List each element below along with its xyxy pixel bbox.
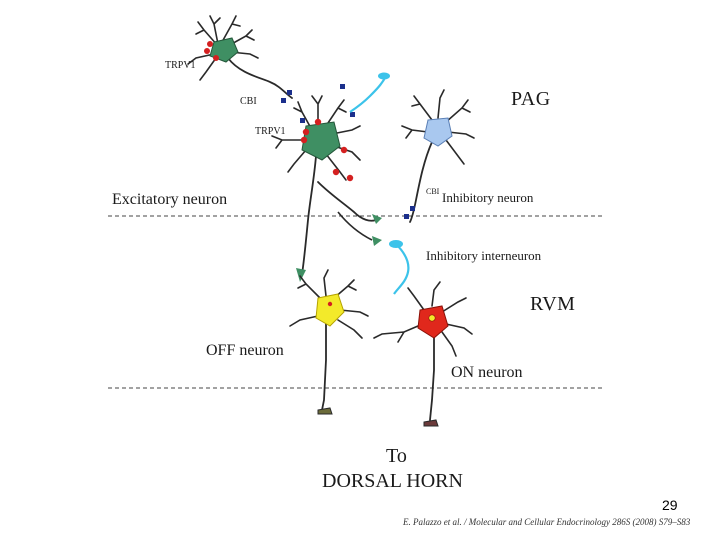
inhibitory-neuron-soma: [423, 117, 453, 147]
cyan-axon-terminal-top: [378, 72, 390, 80]
off-neuron-nucleus: [327, 301, 333, 307]
pag-region-label: PAG: [511, 88, 551, 110]
excitatory-neuron-trpv1-receptors: [300, 118, 354, 182]
cyan-inhibitory-axon-top: [349, 75, 387, 113]
inhibitory-interneuron: [393, 243, 410, 295]
excitatory-branch-lower: [337, 211, 373, 241]
page-number: 29: [662, 497, 678, 513]
on-neuron-terminal: [423, 419, 439, 427]
cb1-receptors-inhibitory: [404, 206, 415, 219]
dorsal-horn-label: DORSAL HORN: [322, 470, 463, 492]
cb1-receptors-top: [281, 84, 355, 123]
off-neuron-label: OFF neuron: [206, 342, 284, 359]
off-neuron-terminal: [317, 407, 333, 415]
to-label: To: [386, 445, 407, 467]
inhibitory-neuron: [401, 89, 475, 223]
excitatory-neuron: [271, 95, 377, 275]
trpv1-label-top: TRPV1: [165, 60, 196, 71]
trpv1-label-mid: TRPV1: [255, 126, 286, 137]
citation: E. Palazzo et al. / Molecular and Cellul…: [403, 517, 691, 527]
on-neuron-label: ON neuron: [451, 364, 523, 381]
off-neuron-soma: [315, 293, 345, 327]
inhibitory-neuron-label: Inhibitory neuron: [442, 190, 534, 205]
on-neuron: [373, 281, 473, 421]
cb1-label-inhibitory: CBI: [426, 187, 440, 196]
top-neuron-trpv1-receptors: [204, 41, 219, 61]
off-neuron: [289, 269, 369, 411]
rvm-region-label: RVM: [530, 293, 576, 315]
interneuron-soma: [389, 240, 403, 248]
excitatory-neuron-label: Excitatory neuron: [112, 191, 228, 208]
cb1-label-top: CBI: [240, 96, 257, 107]
on-neuron-nucleus: [428, 314, 436, 322]
excitatory-axon-terminals: [296, 214, 382, 282]
on-neuron-soma: [417, 305, 449, 339]
top-trpv1-neuron: [187, 15, 293, 99]
excitatory-neuron-soma: [301, 121, 341, 161]
inhibitory-interneuron-label: Inhibitory interneuron: [426, 248, 542, 263]
